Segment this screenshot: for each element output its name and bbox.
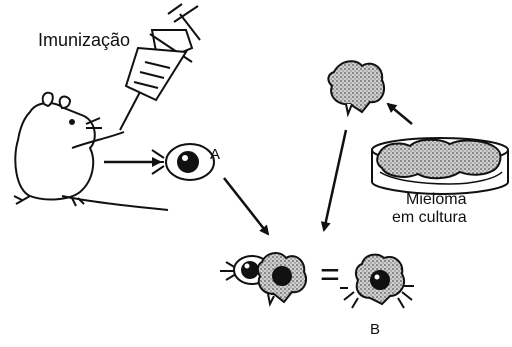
arrow-culture-to-myeloma: [388, 104, 412, 124]
arrow-cell-to-fusion: [224, 178, 268, 234]
cell-b-label: B: [370, 321, 380, 338]
petri-dish-icon: [372, 138, 508, 194]
b-lymphocyte-cell: [146, 144, 214, 180]
syringe-icon: [120, 4, 200, 130]
cell-a-label: A: [210, 146, 220, 163]
hybridoma-cell: [340, 255, 414, 308]
myeloma-label-line1: Mieloma: [406, 191, 466, 209]
immunization-label: Imunização: [38, 30, 130, 51]
arrow-myeloma-to-fusion: [324, 130, 346, 230]
myeloma-cell: [328, 61, 384, 114]
fusion-cells: [220, 253, 306, 304]
mouse-icon: [14, 93, 168, 210]
myeloma-label-line2: em cultura: [392, 209, 467, 227]
equals-sign: =: [320, 256, 340, 295]
